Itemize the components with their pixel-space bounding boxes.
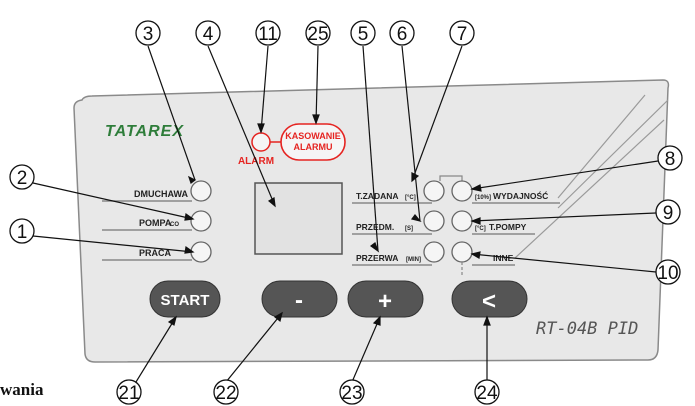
left-indicators: DMUCHAWA POMPA CO PRACA [102,180,212,263]
label-przerwa-unit: [MIN] [406,257,421,263]
callout-11-circle [255,20,281,46]
reset-alarm-label-1: KASOWANIE [285,131,341,141]
callout-10: 10 [657,263,678,284]
callout-2: 2 [17,168,28,189]
callout-6: 6 [397,24,408,45]
callout-1-circle [9,218,35,244]
led-pompa [190,210,212,232]
parameter-indicators: T.ZADANA [°C] PRZEDM. [S] PRZERWA [MIN] … [352,175,560,275]
back-button-label: < [482,288,496,315]
label-wydajnosc: WYDAJNOŚĆ [493,190,548,201]
brand-logo: TATAREX [105,123,184,140]
minus-button-label: - [295,287,303,314]
led-wydajnosc [451,180,473,202]
led-t-zadana [423,180,445,202]
callout-25-circle [305,20,331,46]
callout-21: 21 [118,383,139,404]
callout-9: 9 [663,203,674,224]
callout-leaders [32,45,659,383]
reset-alarm-button[interactable] [280,123,346,161]
callout-11: 11 [258,24,278,45]
plus-button[interactable]: + [347,280,424,318]
caption-fragment: wania [0,380,44,399]
callout-5-circle [350,20,376,46]
callout-6-circle [389,20,415,46]
callout-21-circle [116,379,142,405]
callout-10-circle [655,259,681,285]
callout-1: 1 [17,222,28,243]
callout-22: 22 [215,383,236,404]
callout-24: 24 [476,383,498,404]
display-screen [254,182,343,255]
plus-button-label: + [378,288,392,315]
start-button-label: START [161,292,210,309]
callout-8: 8 [665,149,676,170]
led-przerwa [423,241,445,263]
label-pompa-sub: CO [170,222,179,228]
callout-23: 23 [341,383,362,404]
panel-decor-lines [514,94,669,259]
label-wydajnosc-unit: [10%] [475,195,491,201]
callout-25: 25 [307,24,328,45]
label-t-pompy: T.POMPY [489,222,527,232]
back-button[interactable]: < [451,280,528,318]
label-pompa: POMPA [139,218,172,228]
label-t-zadana: T.ZADANA [356,191,399,201]
callout-5: 5 [358,24,369,45]
callout-9-circle [655,199,681,225]
reset-alarm-label-2: ALARMU [294,142,333,152]
label-inne: INNE [493,253,514,263]
led-t-pompy [451,210,473,232]
callout-2-circle [9,164,35,190]
callouts: 1 2 3 4 11 25 5 6 7 8 9 10 21 22 23 24 [9,20,683,405]
model-name: RT-04B PID [536,319,638,339]
led-przedm [423,210,445,232]
label-przerwa: PRZERWA [356,253,398,263]
callout-22-circle [213,379,239,405]
led-dmuchawa [190,180,212,202]
callout-4: 4 [203,24,214,45]
label-t-pompy-unit: [°C] [475,226,486,232]
callout-4-circle [195,20,221,46]
callout-7: 7 [457,24,468,45]
minus-button[interactable]: - [261,280,338,318]
callout-8-circle [657,145,683,171]
callout-3-circle [135,20,161,46]
callout-24-circle [474,379,500,405]
led-alarm [251,132,271,152]
label-przedm-unit: [S] [405,226,413,232]
callout-7-circle [449,20,475,46]
label-t-zadana-unit: [°C] [405,195,416,201]
label-dmuchawa: DMUCHAWA [134,189,188,199]
callout-3: 3 [143,24,154,45]
start-button[interactable]: START [149,280,221,318]
callout-23-circle [339,379,365,405]
led-inne [451,241,473,263]
label-praca: PRACA [139,248,172,258]
label-przedm: PRZEDM. [356,222,394,232]
